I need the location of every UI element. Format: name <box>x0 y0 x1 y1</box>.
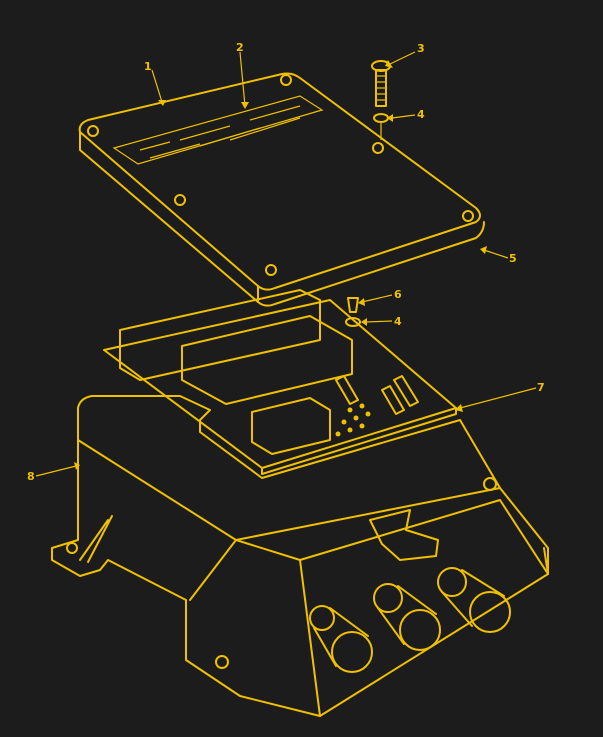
screw-part <box>371 60 391 140</box>
callout-6: 6 <box>394 288 402 301</box>
callout-4-washer-top: 4 <box>417 108 425 121</box>
housing <box>51 395 549 717</box>
callout-8: 8 <box>27 470 35 483</box>
callout-7: 7 <box>537 381 545 394</box>
callout-5: 5 <box>509 252 517 265</box>
circuit-board <box>103 289 457 475</box>
callout-1: 1 <box>144 60 152 73</box>
cover-plate <box>78 72 485 307</box>
callout-3: 3 <box>417 42 425 55</box>
callout-leaders <box>35 51 537 477</box>
callout-4-washer-board: 4 <box>394 315 402 328</box>
callout-2: 2 <box>236 41 244 54</box>
connectors <box>309 567 511 673</box>
